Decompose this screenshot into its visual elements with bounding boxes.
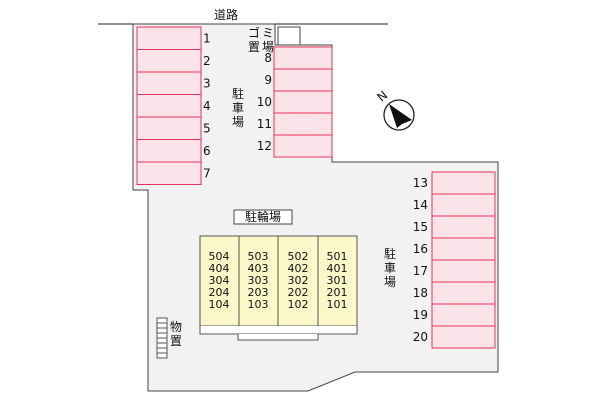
storage-label-2: 置 — [170, 334, 182, 348]
parking-stall-number: 9 — [264, 73, 272, 87]
parking-stall-number: 13 — [413, 176, 428, 190]
garbage-box — [277, 26, 301, 46]
parking-stall-number: 16 — [413, 242, 428, 256]
unit-number: 503 — [248, 250, 269, 263]
parking-stall-number: 18 — [413, 286, 428, 300]
parking-stall-number: 2 — [203, 54, 211, 68]
parking-stall-number: 15 — [413, 220, 428, 234]
north-label: N — [374, 88, 390, 104]
north-arrow-icon — [383, 99, 415, 131]
parking-label-right-2: 車 — [384, 261, 396, 275]
parking-stall — [136, 49, 202, 73]
parking-label-center-1: 駐 — [232, 86, 244, 101]
unit-number: 302 — [288, 274, 309, 287]
parking-stall — [431, 171, 496, 195]
road-label: 道路 — [214, 7, 238, 22]
parking-stall-number: 19 — [413, 308, 428, 322]
parking-stall-number: 1 — [203, 31, 211, 45]
parking-stall-number: 10 — [257, 95, 272, 109]
unit-number: 104 — [209, 298, 230, 311]
unit-number: 401 — [327, 262, 348, 275]
parking-stall-number: 20 — [413, 330, 428, 344]
storage-label-1: 物 — [170, 320, 182, 334]
unit-number: 402 — [288, 262, 309, 275]
parking-stall — [136, 116, 202, 140]
parking-stall — [273, 112, 333, 136]
parking-stall-number: 17 — [413, 264, 428, 278]
unit-number: 504 — [209, 250, 230, 263]
unit-number: 201 — [327, 286, 348, 299]
unit-number: 101 — [327, 298, 348, 311]
building-entrance — [237, 334, 319, 341]
garbage-label-3: 置 — [248, 40, 260, 54]
parking-stall — [136, 139, 202, 163]
unit-number: 502 — [288, 250, 309, 263]
garbage-label-2: ミ — [262, 26, 274, 40]
parking-stall-number: 5 — [203, 121, 211, 135]
unit-number: 202 — [288, 286, 309, 299]
parking-stall — [136, 161, 202, 185]
parking-stall — [431, 281, 496, 305]
parking-stall — [273, 68, 333, 92]
parking-stall-number: 3 — [203, 76, 211, 90]
parking-label-right-1: 駐 — [384, 246, 396, 261]
parking-stalls-left: 1 2 3 4 5 6 7 — [136, 26, 211, 185]
bicycle-parking-box — [233, 209, 293, 225]
unit-number: 501 — [327, 250, 348, 263]
parking-label-right-3: 場 — [384, 275, 396, 289]
parking-stall — [431, 237, 496, 261]
building-corridor — [199, 326, 358, 335]
building-units: 5044043042041045034033032031035024023022… — [209, 250, 348, 311]
parking-stall-number: 8 — [264, 51, 272, 65]
parking-stall — [136, 71, 202, 95]
parking-stall — [273, 46, 333, 70]
parking-label-center-2: 車 — [232, 101, 244, 115]
parking-stall-number: 12 — [257, 139, 272, 153]
unit-number: 203 — [248, 286, 269, 299]
parking-stall-number: 7 — [203, 166, 211, 180]
parking-stall — [431, 303, 496, 327]
parking-stalls-right: 13 14 15 16 17 18 19 20 — [413, 171, 496, 349]
parking-stall-number: 11 — [257, 117, 272, 131]
unit-number: 204 — [209, 286, 230, 299]
garbage-label-4: 場 — [262, 40, 274, 54]
parking-stall — [431, 325, 496, 349]
bicycle-parking-label: 駐輪場 — [245, 209, 281, 224]
parking-stall — [431, 193, 496, 217]
parking-stall-number: 14 — [413, 198, 428, 212]
parking-stall — [431, 215, 496, 239]
unit-number: 303 — [248, 274, 269, 287]
parking-label-center-3: 場 — [232, 115, 244, 129]
parking-stall-number: 4 — [203, 99, 211, 113]
parking-stall — [273, 90, 333, 114]
parking-stall — [431, 259, 496, 283]
parking-stall — [136, 26, 202, 50]
storage-shelf — [156, 317, 168, 359]
unit-number: 404 — [209, 262, 230, 275]
unit-number: 301 — [327, 274, 348, 287]
garbage-label-1: ゴ — [248, 25, 260, 40]
parking-stalls-center: 8 9 10 11 12 — [257, 46, 333, 158]
unit-number: 103 — [248, 298, 269, 311]
unit-number: 102 — [288, 298, 309, 311]
parking-stall-number: 6 — [203, 144, 211, 158]
parking-stall — [136, 94, 202, 118]
parking-stall — [273, 134, 333, 158]
unit-number: 304 — [209, 274, 230, 287]
unit-number: 403 — [248, 262, 269, 275]
